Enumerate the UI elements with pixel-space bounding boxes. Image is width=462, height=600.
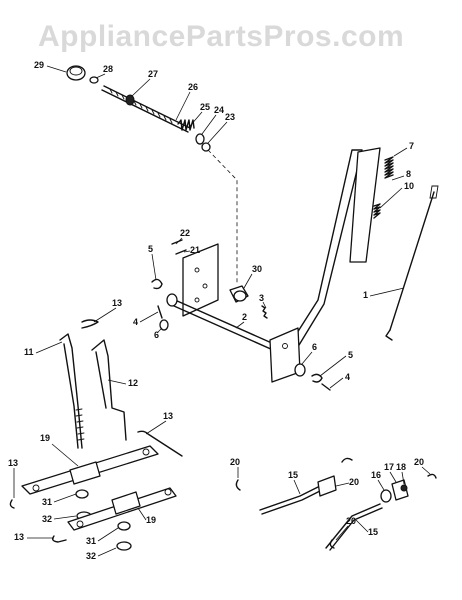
lift-link-part-11 xyxy=(59,333,83,449)
lift-link-part-12 xyxy=(91,339,127,441)
callout-19-upper: 19 xyxy=(40,433,50,443)
callout-29: 29 xyxy=(34,60,44,70)
lower-right-linkage xyxy=(235,457,437,551)
grip-part-7 xyxy=(349,147,381,263)
callout-15-lower: 15 xyxy=(368,527,378,537)
washer-part-24 xyxy=(195,133,205,145)
callout-32-upper: 32 xyxy=(42,514,52,524)
callout-32-lower: 32 xyxy=(86,551,96,561)
callout-13-mid: 13 xyxy=(163,411,173,421)
callout-24: 24 xyxy=(214,105,224,115)
callout-16: 16 xyxy=(371,470,381,480)
callout-1: 1 xyxy=(363,290,368,300)
callout-21: 21 xyxy=(190,245,200,255)
mounting-bracket xyxy=(182,243,219,317)
hairpin-part-20-d xyxy=(329,539,335,549)
knob-part-29 xyxy=(66,65,86,81)
bushing-part-31-upper xyxy=(75,489,89,499)
lift-handle-assembly xyxy=(269,147,439,391)
pin-part-4-right xyxy=(321,383,331,391)
callout-26: 26 xyxy=(188,82,198,92)
callout-20-a: 20 xyxy=(230,457,240,467)
callout-4-left: 4 xyxy=(133,317,138,327)
callout-11: 11 xyxy=(24,347,34,357)
clip-part-13-mid xyxy=(137,430,183,457)
link-rod-part-15-lower xyxy=(325,503,381,549)
cross-shaft-part-2 xyxy=(174,299,284,349)
washer-part-32-lower xyxy=(116,541,132,551)
callout-12: 12 xyxy=(128,378,138,388)
washer-part-23 xyxy=(201,142,211,152)
callout-3: 3 xyxy=(259,293,264,303)
callout-labels: 29 28 27 26 25 24 23 7 8 10 1 22 21 5 30… xyxy=(8,60,431,561)
knob-rod-assembly xyxy=(66,65,238,285)
hairpin-part-20-a xyxy=(235,479,241,491)
callout-6-right: 6 xyxy=(312,342,317,352)
lift-links xyxy=(59,319,127,449)
callout-15-upper: 15 xyxy=(288,470,298,480)
hairpin-part-13-top xyxy=(81,319,99,329)
callout-30: 30 xyxy=(252,264,262,274)
nut-part-27 xyxy=(125,94,135,106)
callout-19-lower: 19 xyxy=(146,515,156,525)
callout-22: 22 xyxy=(180,228,190,238)
clip-part-13-left xyxy=(9,499,15,509)
spring-pin-part-3 xyxy=(261,305,268,319)
callout-13-bottom: 13 xyxy=(14,532,24,542)
washer-part-28 xyxy=(89,76,99,84)
callout-6-left: 6 xyxy=(154,330,159,340)
callout-2: 2 xyxy=(242,312,247,322)
callout-17: 17 xyxy=(384,462,394,472)
release-rod-part-1 xyxy=(389,191,435,331)
callout-8: 8 xyxy=(406,169,411,179)
clip-part-13-bottom xyxy=(51,535,67,543)
pin-part-4-left xyxy=(157,305,163,319)
spring-part-8 xyxy=(384,156,394,179)
lower-arms xyxy=(9,430,183,551)
callout-20-b: 20 xyxy=(349,477,359,487)
callout-7: 7 xyxy=(409,141,414,151)
watermark-text: AppliancePartsPros.com xyxy=(38,20,404,53)
callout-4-right: 4 xyxy=(345,372,350,382)
callout-28: 28 xyxy=(103,64,113,74)
bushing-part-31-lower xyxy=(117,521,131,531)
link-rod-part-15-upper xyxy=(259,485,321,511)
bushing-part-6-right xyxy=(294,363,306,377)
callout-25: 25 xyxy=(200,102,210,112)
hairpin-part-20-b xyxy=(341,457,353,463)
callout-18: 18 xyxy=(396,462,406,472)
spring-part-10 xyxy=(373,203,381,219)
callout-5-right: 5 xyxy=(348,350,353,360)
callout-13-left: 13 xyxy=(8,458,18,468)
bushing-part-6-left xyxy=(159,319,169,331)
bracket-assembly xyxy=(151,239,284,355)
nut-part-18 xyxy=(400,484,408,492)
callout-27: 27 xyxy=(148,69,158,79)
clip-part-5-left xyxy=(151,278,163,290)
washer-part-5-right xyxy=(311,373,323,383)
callout-13-top: 13 xyxy=(112,298,122,308)
bolt-part-21 xyxy=(175,249,187,255)
callout-31-upper: 31 xyxy=(42,497,52,507)
callout-5-left: 5 xyxy=(148,244,153,254)
threaded-rod-part-26 xyxy=(103,85,191,129)
bolt-part-22 xyxy=(171,239,183,245)
hairpin-part-20-c xyxy=(427,473,437,479)
spring-part-16 xyxy=(380,489,392,503)
callout-31-lower: 31 xyxy=(86,536,96,546)
callout-10: 10 xyxy=(404,181,414,191)
callout-20-c: 20 xyxy=(414,457,424,467)
callout-23: 23 xyxy=(225,112,235,122)
callout-20-d: 20 xyxy=(346,516,356,526)
